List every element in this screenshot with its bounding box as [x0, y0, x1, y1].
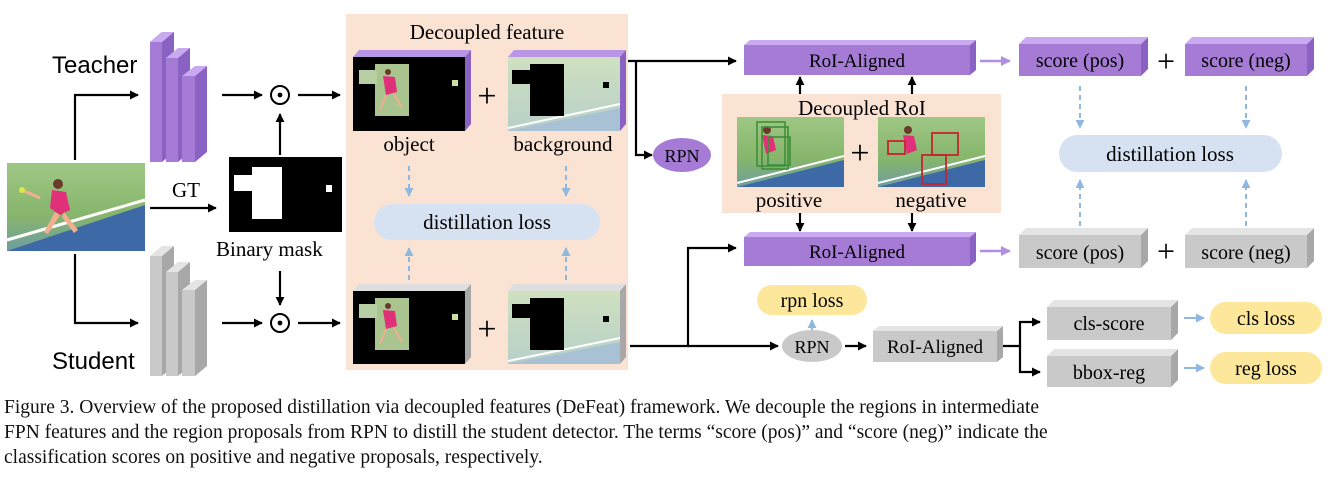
- caption-line-1: Figure 3. Overview of the proposed disti…: [4, 397, 1040, 418]
- binary-mask-label: Binary mask: [216, 237, 323, 261]
- cls-score-box: [1047, 300, 1178, 340]
- reg-loss-label: reg loss: [1235, 358, 1297, 380]
- roi-aligned-head: [873, 326, 1003, 362]
- positive-proposals-image: [736, 117, 845, 187]
- score-neg-teacher: [1185, 37, 1314, 76]
- diagram: Teacher Student GT Binary mask Decoupled…: [6, 14, 1322, 387]
- figure-caption: Figure 3. Overview of the proposed disti…: [4, 395, 1326, 470]
- score-pos-teacher-label: score (pos): [1036, 50, 1124, 72]
- rpn-teacher-label: RPN: [664, 146, 699, 166]
- feature-distillation-loss: [374, 204, 600, 240]
- plus-score-bottom: +: [1157, 233, 1175, 269]
- teacher-network: [150, 32, 207, 162]
- rpn-teacher: [653, 138, 711, 172]
- feature-distillation-loss-label: distillation loss: [423, 210, 551, 234]
- plus-score-top: +: [1157, 43, 1175, 79]
- gt-label: GT: [172, 178, 200, 202]
- negative-proposals-image: [877, 117, 986, 187]
- score-neg-student: [1185, 228, 1314, 268]
- input-arrows: [73, 90, 341, 328]
- background-label: background: [513, 132, 613, 156]
- score-neg-student-label: score (neg): [1201, 242, 1290, 264]
- teacher-background-feature: [507, 50, 626, 131]
- positive-label: positive: [756, 188, 823, 212]
- teacher-label: Teacher: [52, 52, 137, 79]
- elementwise-product-top: [270, 85, 290, 105]
- plus-feature-top: +: [477, 78, 496, 115]
- feature-loss-arrows: [404, 166, 571, 280]
- right-connections: [628, 56, 1041, 377]
- cls-loss-label: cls loss: [1237, 308, 1296, 330]
- head-loss-arrows: [1184, 313, 1205, 373]
- plus-roi: +: [850, 135, 869, 172]
- teacher-object-feature: [353, 50, 471, 131]
- rpn-student-label: RPN: [794, 337, 829, 357]
- roi-aligned-student: [744, 232, 976, 266]
- input-image: [6, 163, 146, 251]
- score-loss-arrows: [1075, 86, 1251, 226]
- caption-line-2: FPN features and the region proposals fr…: [4, 422, 1048, 443]
- object-label: object: [383, 132, 434, 156]
- roi-aligned-teacher: [744, 40, 976, 75]
- bbox-reg-label: bbox-reg: [1073, 362, 1145, 384]
- plus-feature-bottom: +: [477, 311, 496, 348]
- roi-aligned-head-label: RoI-Aligned: [887, 337, 984, 358]
- rpn-loss-label: rpn loss: [781, 290, 844, 312]
- score-pos-student-label: score (pos): [1036, 242, 1124, 264]
- score-distillation-loss-label: distillation loss: [1106, 142, 1234, 166]
- rpn-student: [782, 330, 842, 362]
- score-distillation-loss: [1059, 135, 1282, 172]
- score-pos-teacher: [1019, 37, 1148, 76]
- student-label: Student: [52, 348, 135, 375]
- elementwise-product-bottom: [270, 313, 290, 333]
- decoupled-roi-title: Decoupled RoI: [798, 96, 926, 120]
- rpn-loss: [757, 285, 867, 315]
- score-arrows: [980, 56, 1011, 256]
- cls-loss: [1210, 302, 1322, 334]
- student-background-feature: [507, 284, 626, 364]
- decoupled-feature-title: Decoupled feature: [410, 20, 565, 44]
- reg-loss: [1210, 352, 1322, 384]
- student-object-feature: [353, 284, 471, 364]
- score-neg-teacher-label: score (neg): [1201, 50, 1290, 72]
- binary-mask: [229, 157, 342, 232]
- score-pos-student: [1019, 228, 1148, 268]
- roi-aligned-student-label: RoI-Aligned: [809, 242, 906, 263]
- cls-score-label: cls-score: [1073, 313, 1144, 335]
- caption-line-3: classification scores on positive and ne…: [4, 447, 543, 468]
- roi-aligned-teacher-label: RoI-Aligned: [809, 51, 906, 72]
- bbox-reg-box: [1047, 349, 1178, 387]
- student-network: [150, 246, 207, 376]
- negative-label: negative: [895, 188, 966, 212]
